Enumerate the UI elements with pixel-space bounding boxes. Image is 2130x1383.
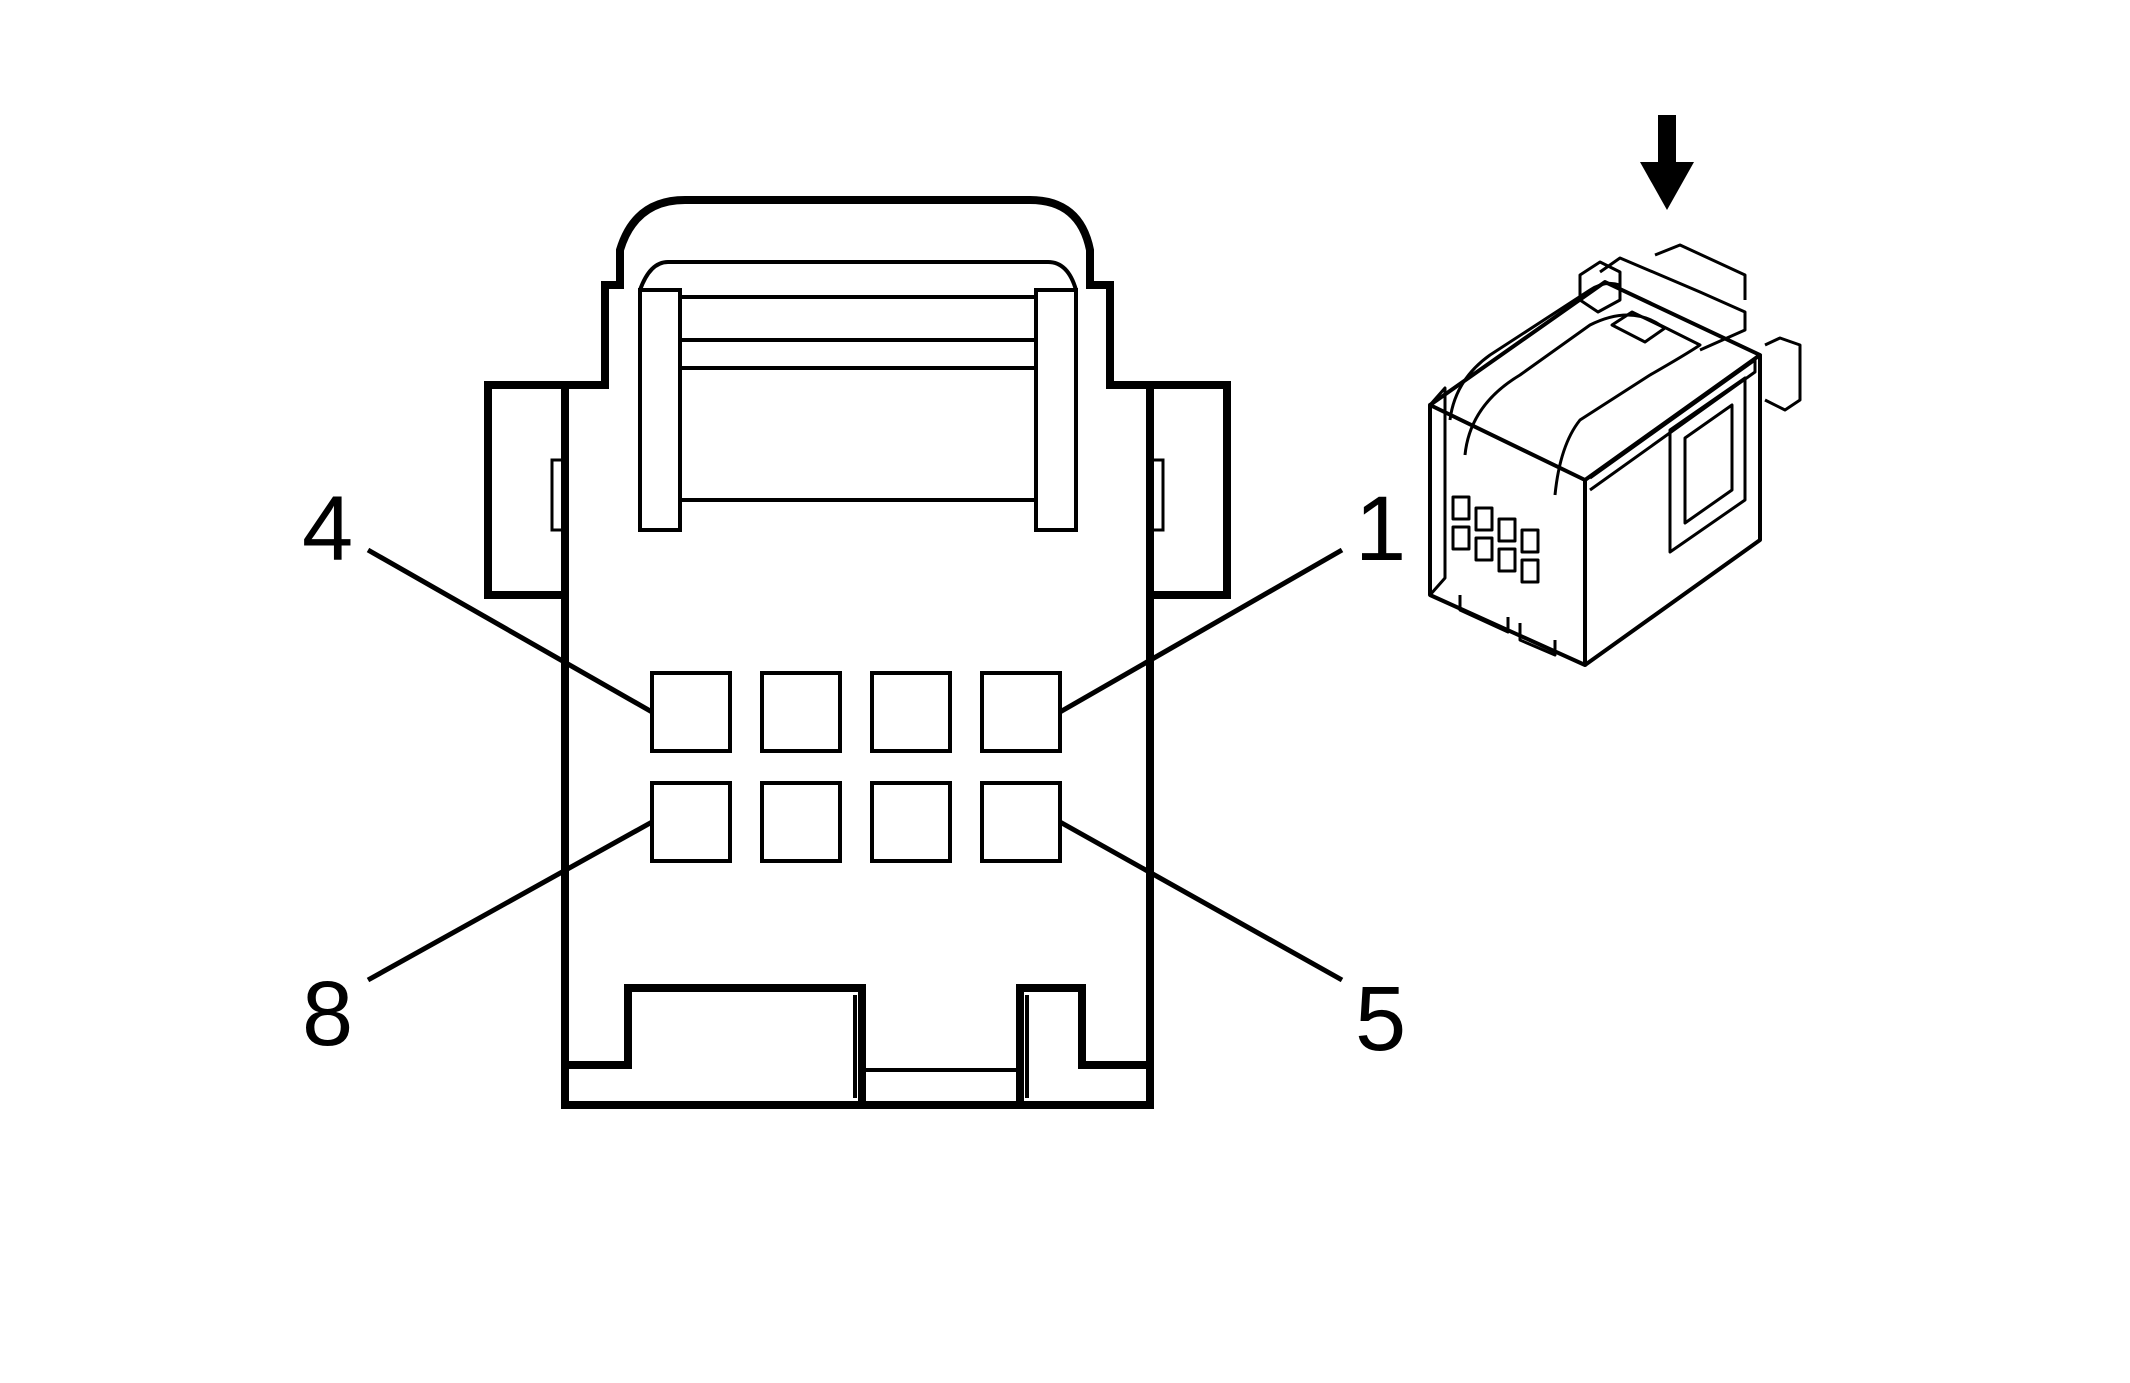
cavity-pin-5 [980,781,1062,863]
iso-cavity-8 [1520,558,1540,584]
left-side-ear [484,381,569,599]
iso-left-ear [1428,386,1447,596]
leader-line-pin-4 [366,547,654,715]
cavity-pin-8 [650,781,732,863]
cavity-pin-3 [760,671,842,753]
cavity-pin-6 [870,781,952,863]
connector-front-view: 4 1 8 5 [302,196,1406,1109]
connector-isometric-icon [1428,243,1802,667]
cavity-pin-2 [870,671,952,753]
pin-label-8: 8 [302,963,353,1065]
leader-line-pin-8 [366,819,654,983]
latch-arm-left [638,288,682,532]
leader-line-pin-5 [1058,819,1344,983]
iso-latch-arch [1463,313,1702,496]
bottom-key-right [1016,984,1154,1109]
left-ear-notch [550,458,567,532]
iso-cavity-7 [1497,547,1517,573]
latch-arm-right [1034,288,1078,532]
right-ear-notch [1148,458,1165,532]
iso-right-face [1583,355,1762,667]
iso-cavity-6 [1474,536,1494,562]
iso-cavity-3 [1497,517,1517,543]
cavity-pin-7 [760,781,842,863]
down-arrow-icon [1640,115,1694,210]
bottom-key-left [561,984,866,1109]
iso-right-window-outer [1668,376,1747,554]
iso-cavity-1 [1451,495,1471,521]
cavity-pin-4 [650,671,732,753]
pin-label-4: 4 [302,478,353,580]
iso-cavity-5 [1451,525,1471,551]
pin-label-5: 5 [1355,968,1406,1070]
iso-right-window-inner [1683,403,1734,525]
connector-body-outline [561,381,1154,1109]
leader-line-pin-1 [1058,547,1344,715]
iso-cavity-2 [1474,506,1494,532]
iso-latch-hook [1578,260,1622,314]
iso-cavity-4 [1520,528,1540,554]
iso-latch-tab-slot [1610,310,1667,344]
iso-latch-left-arm [1448,281,1621,421]
iso-latch-tab [1599,256,1747,352]
iso-front-bottom-notch [1458,595,1557,657]
latch-inner-arch [638,260,1078,530]
pin-label-1: 1 [1355,478,1406,580]
iso-latch-grip [1654,243,1747,300]
latch-housing-outline [561,196,1154,389]
iso-right-face-rail [1589,358,1757,492]
cavity-pin-1 [980,671,1062,753]
right-side-ear [1146,381,1231,599]
iso-right-ear [1764,336,1802,412]
